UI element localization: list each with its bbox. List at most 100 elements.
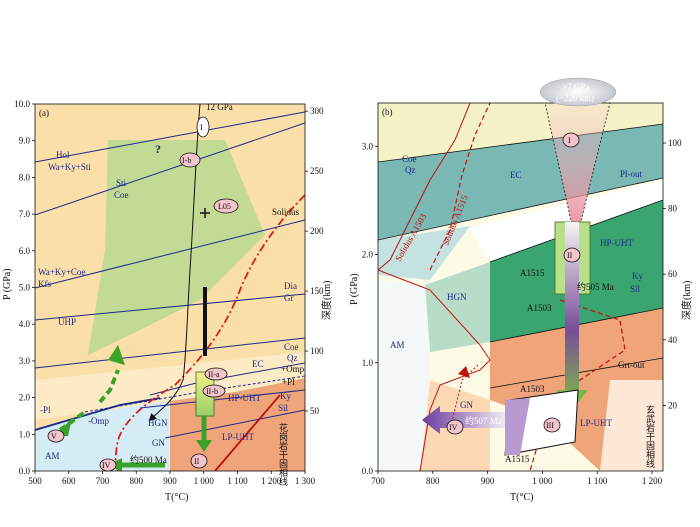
age-label-a: 约500 Ma [130, 454, 167, 465]
label-kfs: Kfs [38, 279, 51, 289]
y-tick-label: 5.0 [19, 283, 31, 293]
stage-a-iia: II-a [208, 370, 220, 379]
sample-a1515-bottom: A1515 [505, 454, 530, 464]
panel-a-y2label: 深度(km) [320, 281, 333, 320]
panel-b-xlabel: T(°C) [510, 492, 533, 503]
b-zone-lp-uht: LP-UHT [580, 418, 612, 428]
depth-tick-label: 250 [310, 166, 324, 176]
b-label-grt-out: Grt-out [618, 360, 645, 370]
x-tick-label: 600 [62, 476, 76, 486]
x-tick-label: 1 200 [642, 476, 663, 486]
y-tick-label: 2.0 [362, 250, 374, 260]
b-zone-am: AM [390, 340, 405, 350]
depth-tick-label: 300 [310, 106, 324, 116]
sample-a1515-top: A1515 [520, 268, 545, 278]
label-sti: Sti [116, 178, 127, 188]
label-ky: Ky [280, 391, 291, 401]
x-tick-label: 1 100 [227, 476, 248, 486]
panel-b: >7 GPa (~220 km) (b) Coe Qz EC Pl-out HP… [349, 77, 693, 503]
y-tick-label: 3.0 [362, 141, 374, 151]
y-tick-label: 8.0 [19, 172, 31, 182]
l05-label: L05 [218, 202, 231, 211]
depth-tick-label: 50 [310, 406, 320, 416]
b-label-pl-out: Pl-out [620, 169, 643, 179]
depth-tick-label: 60 [668, 269, 678, 279]
zone-hgn: HGN [148, 418, 168, 428]
stage-a-v: V [51, 432, 57, 441]
b-label-sil: Sil [630, 284, 641, 294]
label-gr: Gr [284, 293, 294, 303]
y-tick-label: 4.0 [19, 319, 31, 329]
stage-b-iv: IV [449, 423, 458, 432]
stage-a-ii: II [194, 457, 200, 466]
label-wa-ky-coe: Wa+Ky+Coe [38, 267, 85, 277]
x-tick-label: 1 200 [261, 476, 282, 486]
panel-a: ? (a) 12 GPa Hol Wa+Ky+Sti Sti Coe Wa+Ky… [2, 99, 333, 503]
label-pl-pos: +Pl [282, 377, 295, 387]
panel-b-ylabel: P (GPa) [349, 273, 360, 305]
sample-a1503-bottom: A1503 [520, 384, 545, 394]
x-tick-label: 800 [426, 476, 440, 486]
label-coe-upper: Coe [114, 190, 129, 200]
stage-a-i: I [200, 123, 203, 132]
depth-tick-label: 20 [668, 400, 678, 410]
b-label-qz: Qz [405, 165, 416, 175]
x-tick-label: 700 [96, 476, 110, 486]
granite-solidus-label: 花岗岩干固相线 [278, 422, 288, 486]
x-tick-label: 900 [481, 476, 495, 486]
depth-tick-label: 200 [310, 226, 324, 236]
y-tick-label: 7.0 [19, 209, 31, 219]
top-pressure-label: 12 GPa [206, 102, 233, 112]
depth-tick-label: 40 [668, 335, 678, 345]
b-zone-hp-uht: HP-UHT [600, 238, 634, 248]
cloud-line-1: >7 GPa [562, 82, 589, 92]
stage-a-iib: II-b [206, 387, 218, 396]
panel-b-fields [378, 103, 663, 471]
b-zone-ec: EC [510, 170, 522, 180]
stage-b-i: I [568, 136, 571, 145]
label-hol: Hol [56, 150, 70, 160]
y-tick-label: 0.0 [19, 466, 31, 476]
b-zone-gn: GN [460, 400, 473, 410]
y-tick-label: 2.0 [19, 393, 31, 403]
age-507: 约507 Ma [465, 415, 502, 426]
label-omp-pos: +Omp [281, 364, 305, 374]
zone-gn: GN [152, 438, 165, 448]
stage-a-iv: IV [102, 461, 111, 470]
x-tick-label: 900 [163, 476, 177, 486]
x-tick-label: 1 100 [587, 476, 608, 486]
panel-a-fields: ? [35, 104, 305, 471]
question-mark: ? [155, 142, 161, 156]
zone-ec: EC [252, 359, 264, 369]
zone-am: AM [45, 451, 60, 461]
label-coe: Coe [284, 342, 299, 352]
stage-b-ii: II [567, 251, 573, 260]
y-tick-label: 10.0 [14, 99, 30, 109]
stage-a-ib: I-b [182, 156, 191, 165]
label-minus-pl: -Pl [40, 405, 51, 415]
label-omp-neg: -Omp [88, 416, 109, 426]
b-label-coe: Coe [402, 154, 417, 164]
panel-b-y2label: 深度(km) [680, 281, 693, 320]
basalt-solidus-label: 玄武岩干固相线 [645, 404, 655, 468]
cloud-line-2: (~220 km) [556, 93, 594, 103]
stage-markers-a: I I-b II-a II-b II IV V [47, 116, 228, 472]
pressure-cloud [539, 77, 617, 107]
depth-tick-label: 150 [310, 286, 324, 296]
panel-b-tag: (b) [382, 107, 393, 117]
x-tick-label: 700 [371, 476, 385, 486]
label-sil: Sil [278, 403, 289, 413]
label-dia: Dia [284, 281, 297, 291]
stage-b-iii: III [546, 421, 554, 430]
label-qz: Qz [287, 353, 298, 363]
zone-lp-uht: LP-UHT [222, 432, 254, 442]
x-tick-label: 1 000 [532, 476, 553, 486]
x-tick-label: 1 000 [194, 476, 215, 486]
b-zone-hgn: HGN [447, 292, 467, 302]
age-505: 约505 Ma [577, 281, 614, 292]
x-tick-label: 800 [130, 476, 144, 486]
y-tick-label: 3.0 [19, 356, 31, 366]
panel-a-ylabel: P (GPa) [2, 268, 13, 300]
x-tick-label: 500 [28, 476, 42, 486]
